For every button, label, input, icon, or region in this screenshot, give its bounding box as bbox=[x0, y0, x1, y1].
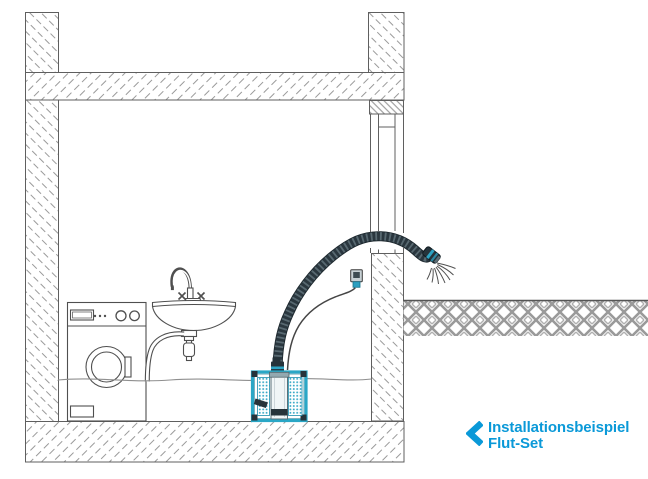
water-spray bbox=[426, 262, 456, 285]
pump-basket-corners bbox=[251, 371, 307, 421]
pump-float-clip bbox=[253, 398, 268, 408]
hose-nozzle bbox=[422, 246, 441, 264]
window-lintel bbox=[369, 100, 404, 115]
sink-basin bbox=[151, 299, 237, 332]
pump-body bbox=[269, 371, 290, 420]
chevron-left-icon bbox=[466, 421, 483, 446]
washing-machine-knob bbox=[129, 310, 140, 322]
pump-screen-right bbox=[288, 377, 303, 416]
discharge-hose bbox=[272, 231, 433, 367]
caption: Installationsbeispiel Flut-Set bbox=[466, 420, 629, 452]
washing-machine bbox=[66, 301, 147, 422]
washing-machine-door bbox=[85, 345, 132, 389]
caption-text: Installationsbeispiel Flut-Set bbox=[488, 420, 629, 452]
sink bbox=[151, 267, 237, 362]
right-wall-lower bbox=[371, 253, 404, 422]
basement-window-shaft bbox=[370, 114, 404, 253]
submersible-pump bbox=[250, 357, 308, 423]
right-wall-upper bbox=[368, 12, 405, 73]
ceiling-slab bbox=[25, 72, 405, 101]
flood-water-line bbox=[57, 378, 372, 382]
pump-hose-connector bbox=[271, 357, 284, 373]
washing-machine-knob bbox=[115, 310, 127, 322]
washing-machine-vent bbox=[69, 405, 95, 418]
ground-surface bbox=[403, 299, 648, 336]
building-structure bbox=[25, 12, 405, 463]
caption-line-1: Installationsbeispiel bbox=[488, 419, 630, 436]
power-plug bbox=[350, 269, 363, 288]
power-cable-and-plug bbox=[286, 269, 363, 371]
washing-machine-buttons bbox=[93, 314, 107, 318]
caption-line-2: Flut-Set bbox=[488, 435, 544, 452]
washer-drain-hose bbox=[144, 331, 185, 382]
power-cable bbox=[286, 287, 356, 371]
floor-slab bbox=[25, 421, 405, 463]
pump-screen-left bbox=[257, 377, 270, 416]
